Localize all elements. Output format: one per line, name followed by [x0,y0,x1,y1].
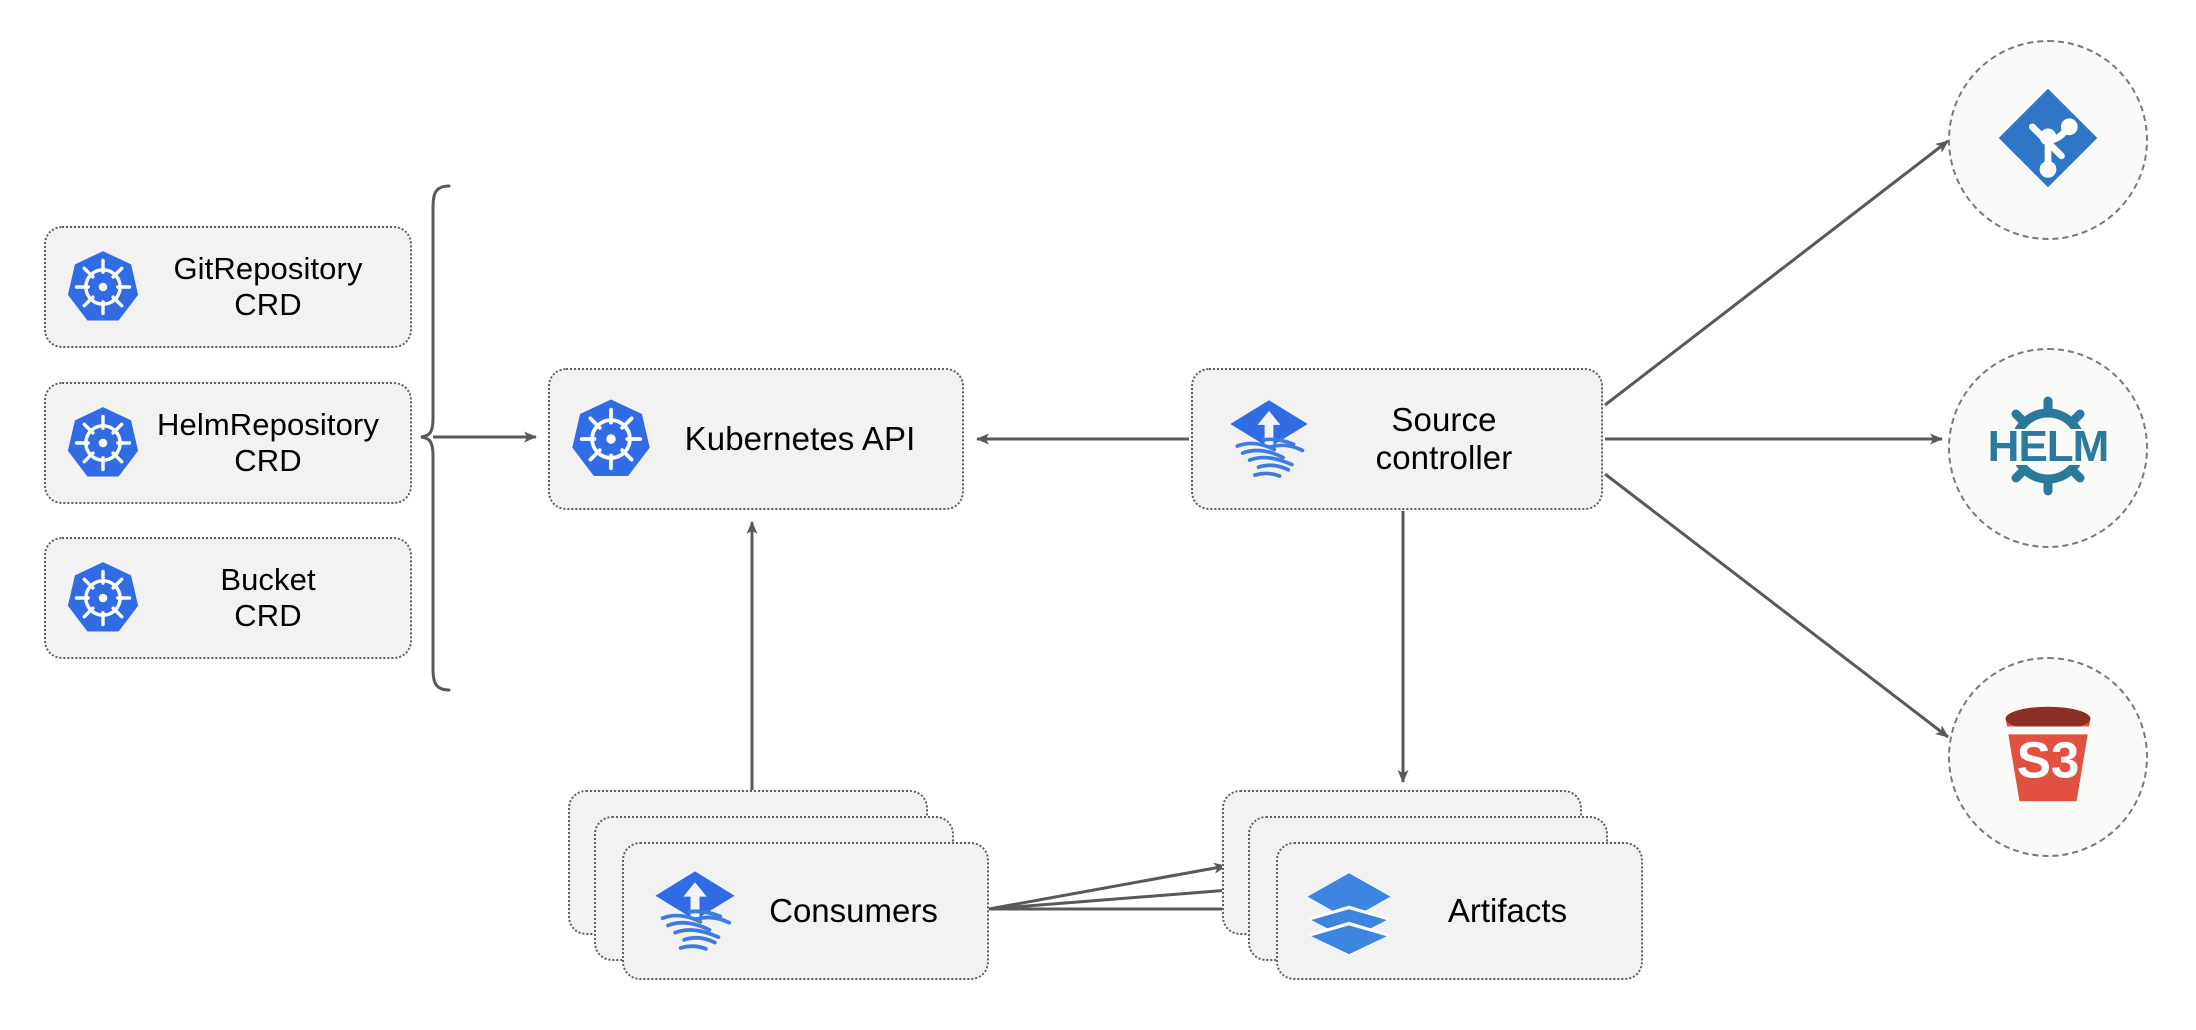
crd-name-line2: CRD [234,287,302,322]
helm-icon: HELM [1983,381,2113,516]
node-kubernetes-api[interactable]: Kubernetes API [548,368,964,510]
node-label: GitRepository CRD [142,251,406,323]
source-controller-label-line1: Source [1391,400,1497,438]
node-source-controller[interactable]: Source controller [1191,368,1603,510]
node-s3-source[interactable]: S3 [1948,657,2148,857]
s3-label: S3 [2017,731,2080,788]
crd-name-line1: GitRepository [173,251,363,287]
edge-consumers-to-artifacts-1 [988,862,1227,911]
crd-group-bracket [420,184,451,692]
kubernetes-icon [568,396,654,482]
node-bucket-crd[interactable]: Bucket CRD [44,537,412,659]
layers-icon [1304,866,1394,956]
artifacts-card-front[interactable]: Artifacts [1276,842,1643,980]
node-label: HelmRepository CRD [142,407,406,479]
node-artifacts[interactable]: Artifacts [1222,790,1643,980]
node-consumers[interactable]: Consumers [568,790,998,980]
node-label: Artifacts [1447,892,1568,929]
node-helmrepository-crd[interactable]: HelmRepository CRD [44,382,412,504]
source-controller-label-line2: controller [1375,439,1513,476]
helm-label: HELM [1988,422,2109,471]
node-label: Source controller [1313,401,1591,478]
consumers-card-front[interactable]: Consumers [622,842,989,980]
git-icon [1992,82,2104,199]
node-label: Bucket CRD [142,562,406,634]
edge-consumers-to-artifacts-2 [988,883,1256,911]
crd-name-line2: CRD [234,443,302,478]
crd-name-line2: CRD [234,598,302,633]
node-gitrepository-crd[interactable]: GitRepository CRD [44,226,412,348]
node-label: Kubernetes API [684,419,916,457]
flux-icon [1225,395,1313,483]
crd-name-line1: HelmRepository [157,407,379,443]
kubernetes-icon [64,248,142,326]
kubernetes-icon [64,404,142,482]
node-git-source[interactable] [1948,40,2148,240]
flux-icon [650,866,740,956]
crd-name-line1: Bucket [220,562,316,598]
s3-bucket-icon: S3 [1984,691,2112,824]
kubernetes-icon [64,559,142,637]
node-helm-source[interactable]: HELM [1948,348,2148,548]
edge-source-controller-to-git [1604,139,1949,407]
edge-source-controller-to-s3 [1604,472,1949,739]
node-label: Consumers [769,892,938,929]
